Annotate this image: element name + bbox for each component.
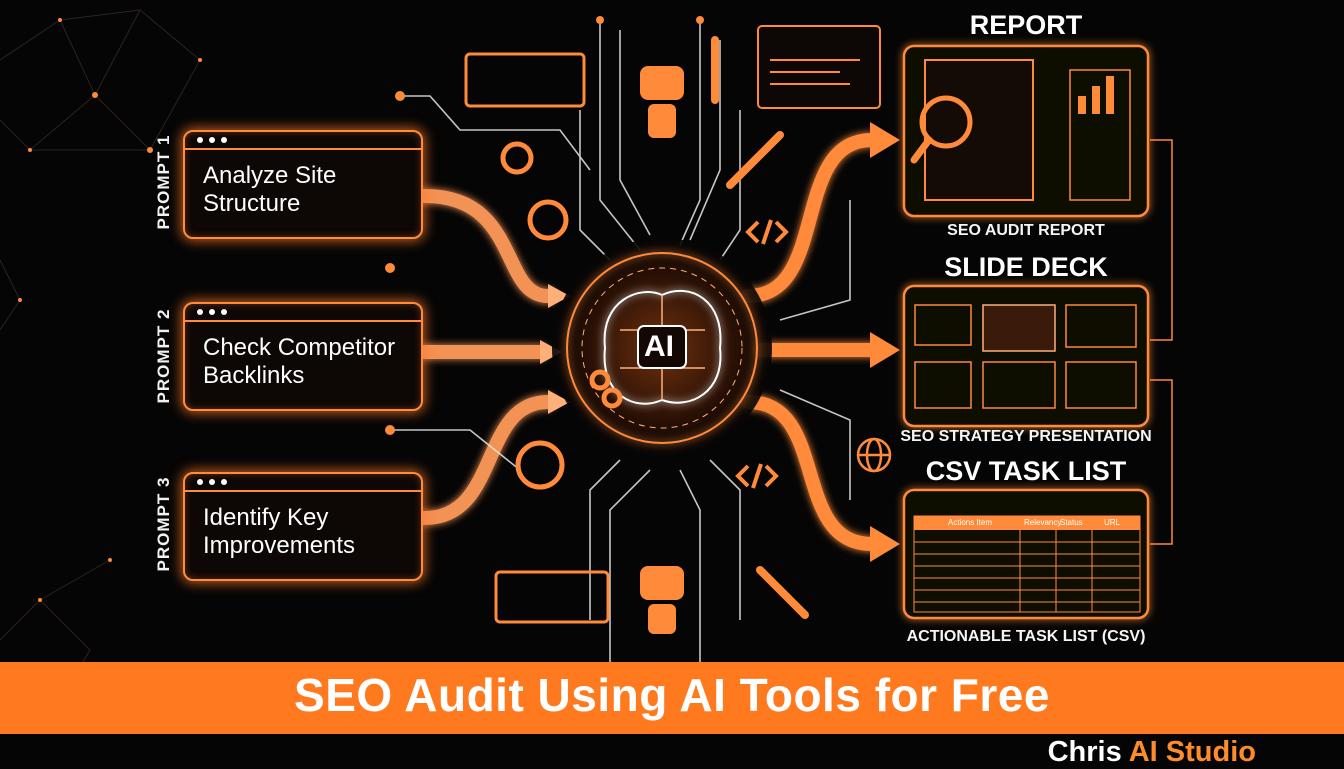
slide-deck-title: SLIDE DECK bbox=[944, 252, 1108, 282]
window-bar bbox=[185, 132, 421, 150]
report-panel bbox=[902, 44, 1150, 218]
circuit-lines bbox=[390, 20, 851, 680]
prompt-3-label: PROMPT 3 bbox=[154, 476, 173, 572]
window-bar bbox=[185, 304, 421, 322]
code-window-icon bbox=[757, 25, 881, 109]
arrow-to-report bbox=[741, 133, 879, 303]
arrow-to-csv bbox=[741, 395, 879, 551]
report-caption: SEO AUDIT REPORT bbox=[947, 222, 1105, 239]
output-arrowheads bbox=[870, 122, 900, 562]
csv-caption: ACTIONABLE TASK LIST (CSV) bbox=[906, 628, 1146, 645]
background-nodes bbox=[18, 18, 202, 602]
csv-header-action: Actions Item bbox=[948, 518, 993, 527]
wrench-icon bbox=[711, 36, 809, 619]
globe-icon bbox=[856, 437, 892, 473]
csv-title: CSV TASK LIST bbox=[925, 456, 1127, 486]
slide-deck-panel bbox=[902, 284, 1150, 428]
input-arrows bbox=[418, 189, 555, 525]
code-icon bbox=[735, 219, 789, 489]
output-arrows bbox=[741, 133, 879, 551]
magnifier-icon bbox=[919, 95, 973, 149]
arrow-prompt-1 bbox=[418, 189, 555, 303]
csv-header-status: Status bbox=[1060, 518, 1083, 527]
csv-header-url: URL bbox=[1104, 518, 1121, 527]
title-banner: SEO Audit Using AI Tools for Free bbox=[0, 662, 1344, 734]
keyboard-icon bbox=[464, 52, 610, 624]
banner-title: SEO Audit Using AI Tools for Free bbox=[294, 669, 1050, 721]
slide-deck-caption: SEO STRATEGY PRESENTATION bbox=[900, 428, 1152, 445]
right-connectors bbox=[1150, 139, 1173, 545]
csv-header-relevancy: Relevancy bbox=[1024, 518, 1062, 527]
report-title: REPORT bbox=[969, 10, 1083, 40]
window-bar bbox=[185, 474, 421, 492]
footer-name: Chris bbox=[1047, 736, 1122, 768]
ai-hub-label: AI bbox=[644, 330, 674, 363]
input-arrowheads bbox=[540, 284, 570, 414]
footer-studio: AI Studio bbox=[1128, 736, 1256, 768]
robot-icon bbox=[640, 66, 684, 634]
csv-panel bbox=[902, 488, 1150, 620]
prompt-1-label: PROMPT 1 bbox=[154, 134, 173, 230]
prompt-2-label: PROMPT 2 bbox=[154, 308, 173, 404]
arrow-prompt-3 bbox=[418, 395, 555, 525]
footer-brand: Chris AI Studio bbox=[1048, 736, 1256, 769]
gear-icon bbox=[500, 141, 623, 490]
